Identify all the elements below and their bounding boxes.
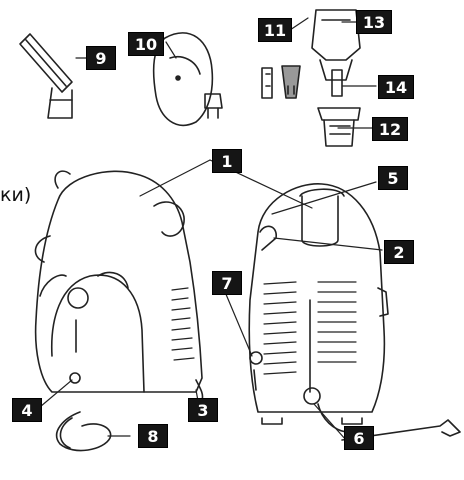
side-vent-grille-left [263, 281, 297, 375]
callout-5: 5 [378, 166, 408, 190]
callout-2: 2 [384, 240, 414, 264]
side-vent-grille-right [317, 281, 357, 363]
callout-13: 13 [356, 10, 392, 34]
callout-14: 14 [378, 75, 414, 99]
callout-10: 10 [128, 32, 164, 56]
callout-9: 9 [86, 46, 116, 70]
mask-part [152, 32, 223, 127]
callout-8: 8 [138, 424, 168, 448]
baffle-part [261, 65, 343, 99]
callout-3: 3 [188, 398, 218, 422]
cropped-caption-fragment: ки) [0, 184, 32, 206]
callout-1: 1 [212, 149, 242, 173]
compressor-side-view [248, 183, 389, 433]
callout-4: 4 [12, 398, 42, 422]
callout-6: 6 [344, 426, 374, 450]
mouthpiece-part [19, 33, 73, 119]
air-tube [55, 411, 461, 452]
callout-12: 12 [372, 117, 408, 141]
compressor-front-view [34, 170, 204, 401]
callout-11: 11 [258, 18, 292, 42]
callout-7: 7 [212, 271, 242, 295]
leader-lines [33, 17, 383, 441]
front-vent-grille [171, 287, 195, 361]
medication-cup-part [317, 107, 361, 147]
